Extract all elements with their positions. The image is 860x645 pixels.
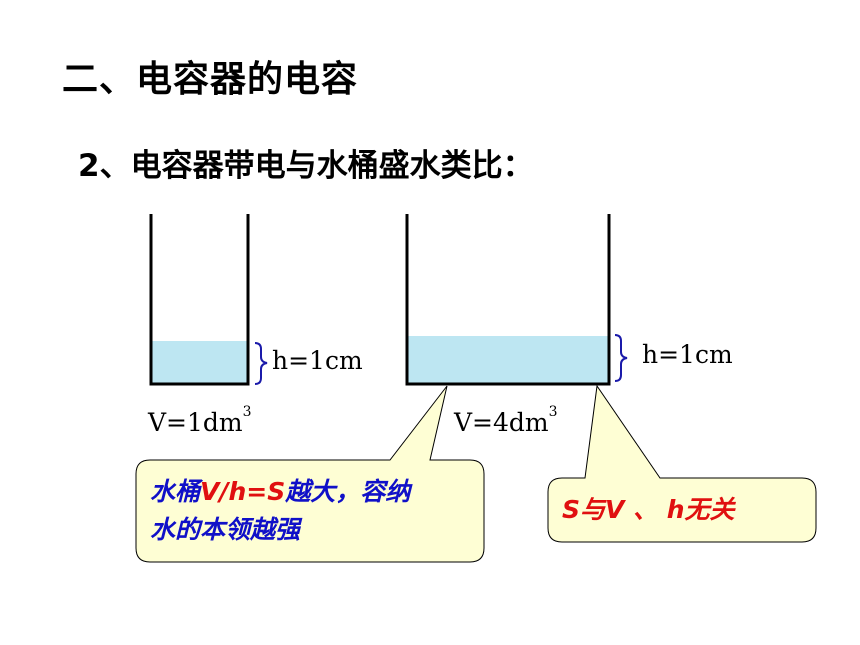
callout-left-part1: 水桶 bbox=[150, 477, 201, 506]
large-volume-text: V=4dm bbox=[454, 408, 549, 437]
callout-left-part3: 越大，容纳 bbox=[285, 477, 411, 506]
large-bucket-volume-label: V=4dm3 bbox=[454, 404, 558, 437]
page-title: 二、电容器的电容 bbox=[62, 59, 359, 100]
small-bucket-brace bbox=[254, 342, 268, 385]
large-bucket-brace bbox=[614, 334, 628, 382]
callout-left-bubble bbox=[135, 385, 485, 563]
large-bucket bbox=[405, 214, 611, 386]
small-bucket-water bbox=[151, 341, 248, 384]
large-volume-exponent: 3 bbox=[548, 404, 558, 420]
small-bucket-height-label: h=1cm bbox=[272, 346, 363, 375]
callout-right-text: S与V 、 h无关 bbox=[562, 495, 735, 524]
large-bucket-height-label: h=1cm bbox=[642, 340, 733, 369]
small-volume-exponent: 3 bbox=[242, 404, 252, 420]
subtitle: 2、电容器带电与水桶盛水类比： bbox=[78, 148, 534, 184]
callout-left-line1: 水桶V/h=S越大，容纳 bbox=[150, 473, 410, 511]
small-bucket-volume-label: V=1dm3 bbox=[148, 404, 252, 437]
callout-left-formula: V/h=S bbox=[200, 477, 286, 506]
small-volume-text: V=1dm bbox=[148, 408, 243, 437]
callout-left-text: 水桶V/h=S越大，容纳 水的本领越强 bbox=[150, 473, 410, 549]
callout-left-line2: 水的本领越强 bbox=[150, 515, 301, 544]
large-bucket-water bbox=[407, 336, 609, 384]
small-bucket bbox=[149, 214, 250, 386]
callout-right-bubble bbox=[547, 384, 817, 543]
